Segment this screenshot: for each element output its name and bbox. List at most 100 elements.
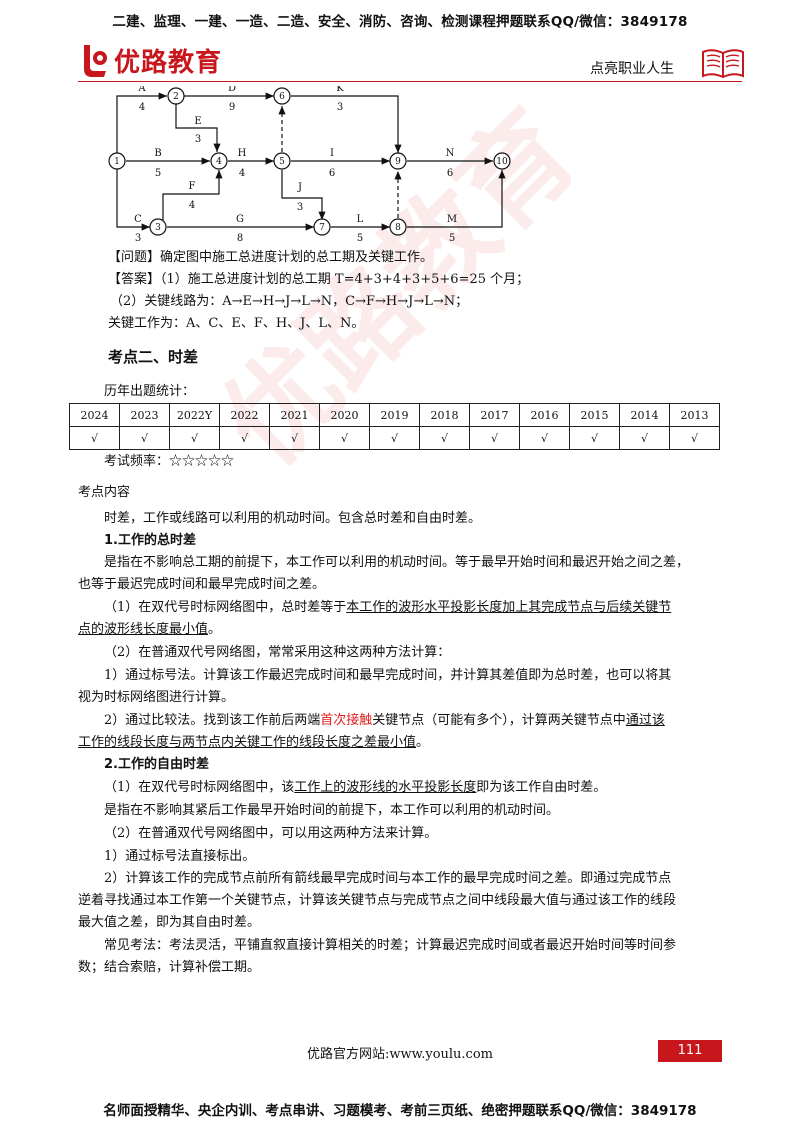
activity-duration: 3 xyxy=(297,202,303,213)
paragraph: 是指在不影响总工期的前提下，本工作可以利用的机动时间。等于最早开始时间和最迟开始… xyxy=(104,555,690,570)
node-label: 2 xyxy=(173,92,179,102)
paragraph: 也等于最迟完成时间和最早完成时间之差。 xyxy=(78,577,326,592)
node-label: 1 xyxy=(114,157,120,167)
activity-name: H xyxy=(238,148,247,159)
logo-text: 优路教育 xyxy=(114,47,223,78)
paragraph: （1）在双代号时标网络图中，该工作上的波形线的水平投影长度即为该工作自由时差。 xyxy=(104,777,606,799)
activity-duration: 4 xyxy=(189,200,195,211)
underlined-text: 通过该 xyxy=(625,713,665,728)
highlighted-text: 首次接触 xyxy=(320,713,373,728)
network-diagram: 1 2 3 4 5 6 7 8 9 10 A 4 D 9 K 3 E 3 B 5… xyxy=(108,86,511,244)
bottom-banner: 名师面授精华、央企内训、考点串讲、习题模考、考前三页纸、绝密押题联系QQ/微信：… xyxy=(103,1103,697,1119)
activity-name: L xyxy=(357,214,364,225)
check-cell: √ xyxy=(519,426,570,450)
logo: 优路教育 xyxy=(80,38,222,82)
year-cell: 2021 xyxy=(269,403,320,427)
year-cell: 2022Y xyxy=(169,403,220,427)
underlined-text: 工作的线段长度与两节点内关键工作的线段长度之差最小值 xyxy=(78,735,417,750)
check-cell: √ xyxy=(419,426,470,450)
year-cell: 2016 xyxy=(519,403,570,427)
paragraph: 2）通过比较法。找到该工作前后两端首次接触关键节点（可能有多个），计算两关键节点… xyxy=(104,710,665,732)
paragraph: 逆着寻找通过本工作第一个关键节点，计算该关键节点与完成节点之间中线段最大值与通过… xyxy=(78,893,677,908)
activity-name: C xyxy=(134,214,142,225)
text-run: 。 xyxy=(416,735,430,750)
check-cell: √ xyxy=(469,426,520,450)
heading-free-float: 2.工作的自由时差 xyxy=(104,757,209,772)
activity-name: E xyxy=(194,116,201,127)
activity-duration: 5 xyxy=(357,233,363,244)
check-cell: √ xyxy=(619,426,670,450)
stats-label: 历年出题统计： xyxy=(104,384,196,399)
footer-website: 优路官方网站:www.youlu.com xyxy=(307,1047,493,1062)
activity-duration: 3 xyxy=(195,134,201,145)
node-label: 8 xyxy=(395,223,401,233)
activity-name: J xyxy=(297,182,302,193)
answer-3: 关键工作为：A、C、E、F、H、J、L、N。 xyxy=(108,316,365,331)
year-cell: 2024 xyxy=(69,403,120,427)
open-book-icon xyxy=(702,49,744,79)
check-cell: √ xyxy=(69,426,120,450)
section-title: 考点二、时差 xyxy=(108,348,199,366)
activity-name: G xyxy=(236,214,244,225)
slogan: 点亮职业人生 xyxy=(590,61,674,77)
text-run: 。 xyxy=(208,622,222,637)
node-label: 4 xyxy=(216,157,222,167)
activity-name: F xyxy=(189,181,196,192)
check-cell: √ xyxy=(219,426,270,450)
year-cell: 2023 xyxy=(119,403,170,427)
node-label: 5 xyxy=(279,157,285,167)
activity-duration: 4 xyxy=(239,168,245,179)
table-row: √ √ √ √ √ √ √ √ √ √ √ √ √ xyxy=(69,426,720,450)
activity-name: N xyxy=(446,148,455,159)
activity-duration: 5 xyxy=(449,233,455,244)
text-run: 2）通过比较法。找到该工作前后两端 xyxy=(104,713,321,728)
activity-duration: 6 xyxy=(447,168,453,179)
paragraph: 2）计算该工作的完成节点前所有箭线最早完成时间与本工作的最早完成时间之差。即通过… xyxy=(104,871,672,886)
activity-name: M xyxy=(447,214,457,225)
node-label: 9 xyxy=(395,157,401,167)
activity-name: A xyxy=(137,86,146,94)
underlined-text: 点的波形线长度最小值 xyxy=(78,622,209,637)
paragraph: 工作的线段长度与两节点内关键工作的线段长度之差最小值。 xyxy=(78,732,429,754)
activity-duration: 5 xyxy=(155,168,161,179)
activity-name: D xyxy=(228,86,236,94)
check-cell: √ xyxy=(319,426,370,450)
activity-duration: 3 xyxy=(135,233,141,244)
intro-text: 时差，工作或线路可以利用的机动时间。包含总时差和自由时差。 xyxy=(104,511,482,526)
node-label: 7 xyxy=(319,223,325,233)
activity-name: K xyxy=(336,86,344,94)
activity-duration: 8 xyxy=(237,233,243,244)
exam-frequency: 考试频率：☆☆☆☆☆ xyxy=(104,454,235,469)
content-label: 考点内容 xyxy=(78,485,131,500)
underlined-text: 本工作的波形水平投影长度加上其完成节点与后续关键节 xyxy=(346,600,672,615)
check-cell: √ xyxy=(119,426,170,450)
node-label: 3 xyxy=(155,223,161,233)
year-stats-table: 2024 2023 2022Y 2022 2021 2020 2019 2018… xyxy=(69,403,720,450)
year-cell: 2013 xyxy=(669,403,720,427)
paragraph: 最大值之差，即为其自由时差。 xyxy=(78,915,261,930)
paragraph: 数；结合索赔，计算补偿工期。 xyxy=(78,960,261,975)
year-cell: 2015 xyxy=(569,403,620,427)
year-cell: 2022 xyxy=(219,403,270,427)
page-number: 111 xyxy=(658,1040,722,1062)
text-run: 即为该工作自由时差。 xyxy=(476,780,607,795)
paragraph: 1）通过标号法直接标出。 xyxy=(104,849,256,864)
check-cell: √ xyxy=(569,426,620,450)
activity-duration: 3 xyxy=(337,102,343,113)
answer-1: 【答案】（1）施工总进度计划的总工期 T=4+3+4+3+5+6=25 个月； xyxy=(108,272,530,287)
paragraph: （2）在普通双代号网络图中，可以用这两种方法来计算。 xyxy=(104,826,438,841)
paragraph: 1）通过标号法。计算该工作最迟完成时间和最早完成时间，并计算其差值即为总时差，也… xyxy=(104,668,672,683)
year-cell: 2019 xyxy=(369,403,420,427)
activity-duration: 9 xyxy=(229,102,235,113)
underlined-text: 工作上的波形线的水平投影长度 xyxy=(294,780,477,795)
text-run: （1）在双代号时标网络图中，该 xyxy=(104,780,295,795)
paragraph: 是指在不影响其紧后工作最早开始时间的前提下，本工作可以利用的机动时间。 xyxy=(104,803,560,818)
top-banner: 二建、监理、一建、一造、二造、安全、消防、咨询、检测课程押题联系QQ/微信：38… xyxy=(112,14,688,30)
text-run: 关键节点（可能有多个），计算两关键节点中 xyxy=(372,713,626,728)
paragraph: （2）在普通双代号网络图，常常采用这种这两种方法计算： xyxy=(104,645,451,660)
node-label: 6 xyxy=(279,92,285,102)
year-cell: 2020 xyxy=(319,403,370,427)
header-divider xyxy=(78,81,742,82)
activity-duration: 4 xyxy=(139,102,145,113)
check-cell: √ xyxy=(369,426,420,450)
